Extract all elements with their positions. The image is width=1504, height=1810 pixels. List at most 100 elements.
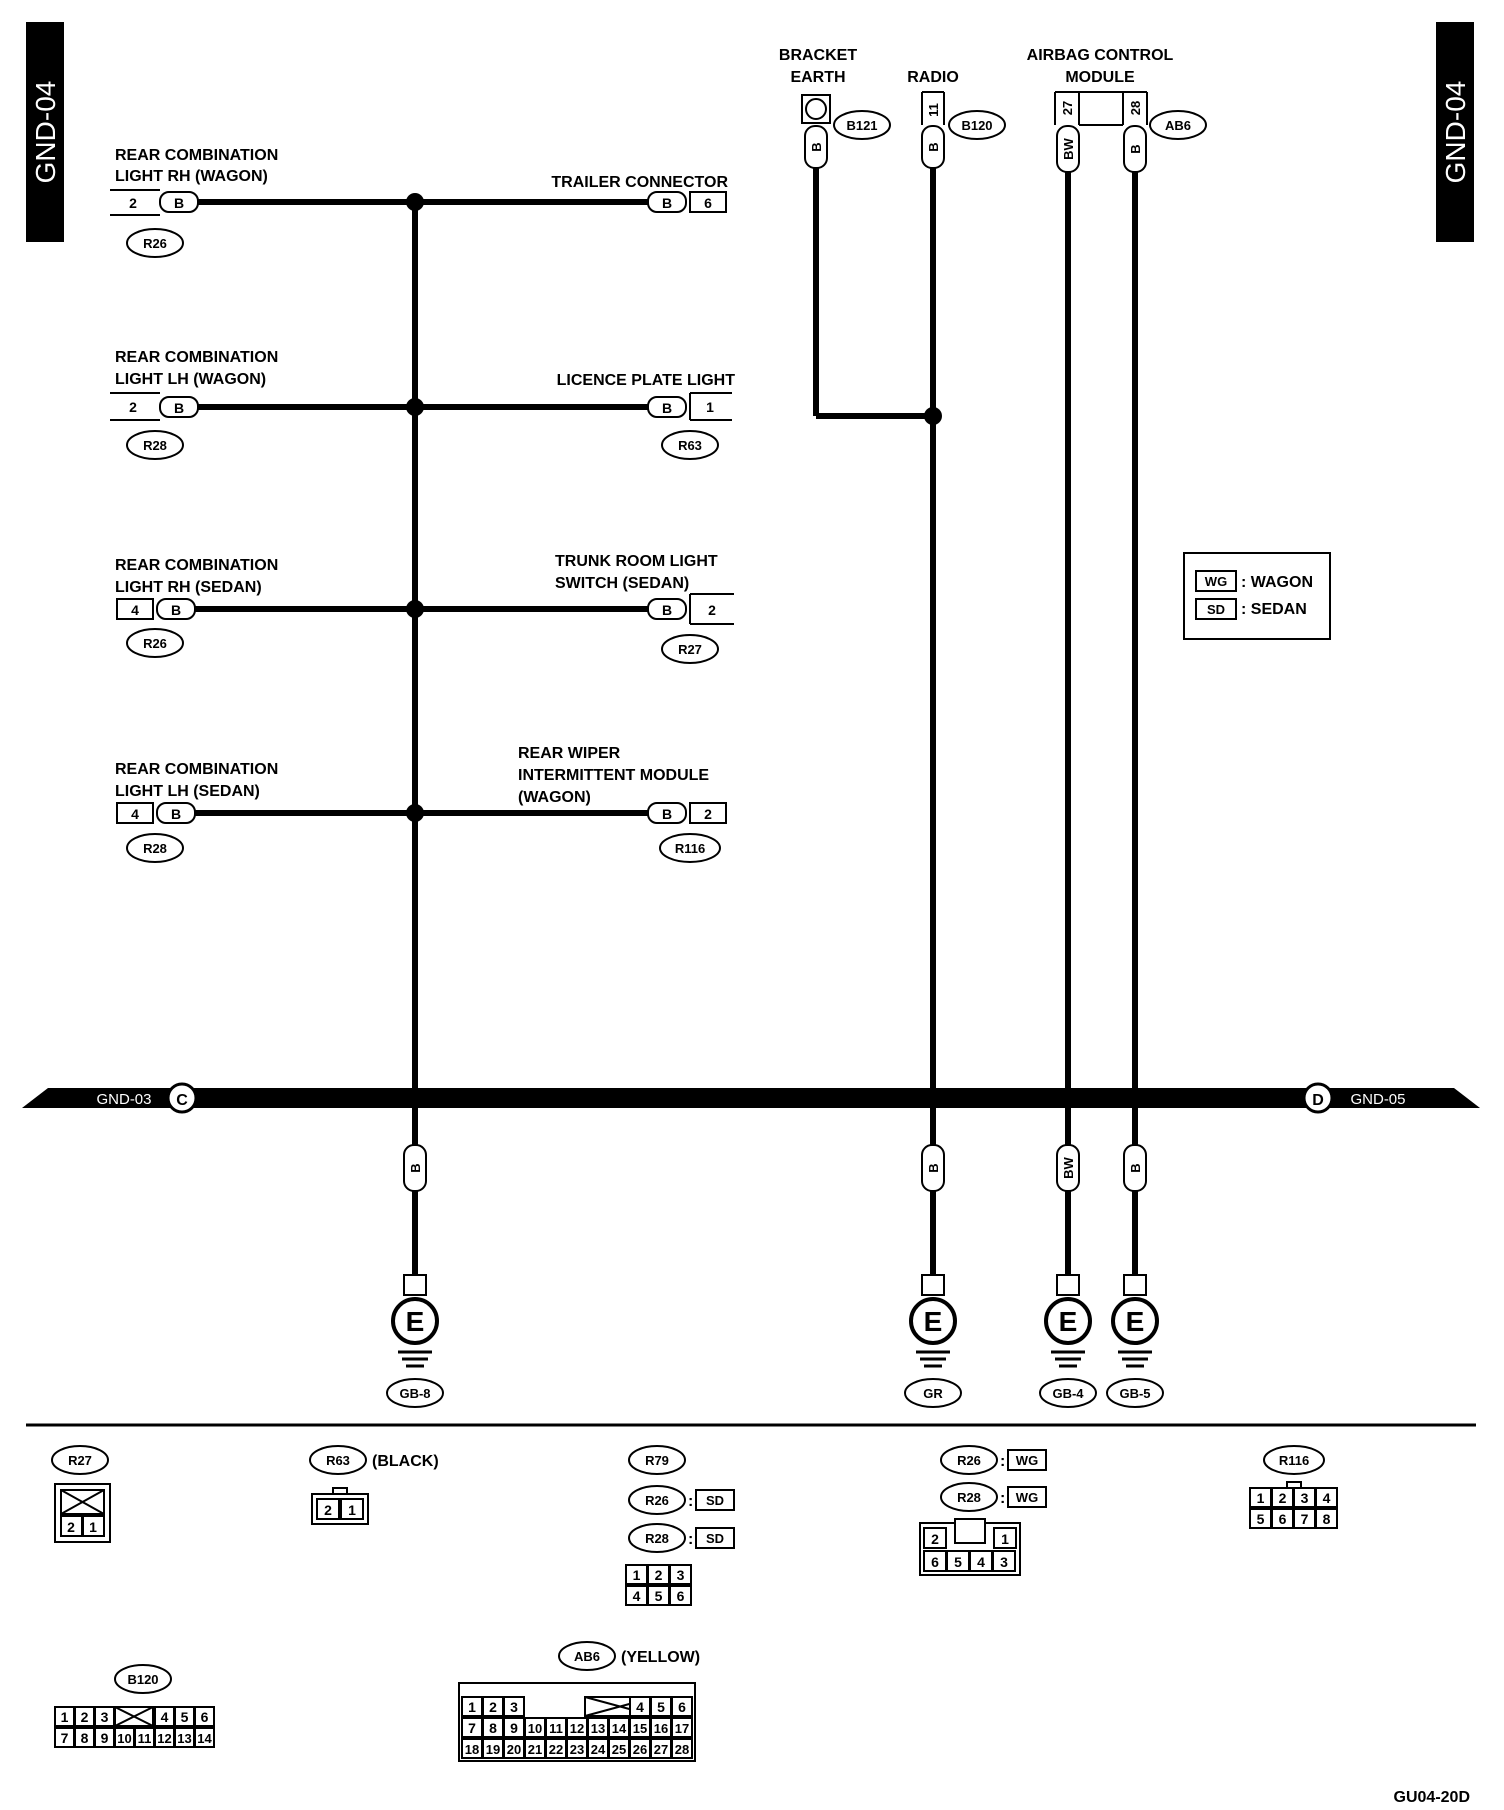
bus-ref-left bbox=[166, 1082, 198, 1114]
svg-text:R26: R26 bbox=[143, 636, 167, 651]
svg-text:AB6: AB6 bbox=[1165, 118, 1191, 133]
component-label: LIGHT LH (SEDAN) bbox=[115, 783, 260, 800]
connector-badge bbox=[628, 1485, 686, 1515]
pin-number: 8 bbox=[489, 1720, 497, 1736]
svg-text:R28: R28 bbox=[957, 1490, 981, 1505]
pin-number: 3 bbox=[510, 1699, 518, 1715]
svg-text:R26: R26 bbox=[143, 236, 167, 251]
legend-meaning: : WAGON bbox=[1241, 574, 1313, 591]
svg-text:2: 2 bbox=[324, 1502, 332, 1518]
svg-text:E: E bbox=[924, 1306, 943, 1337]
svg-text:R26: R26 bbox=[957, 1453, 981, 1468]
svg-text:B: B bbox=[1128, 144, 1143, 153]
connector-badge bbox=[126, 228, 184, 258]
svg-text:B: B bbox=[174, 400, 184, 416]
pin-number: 1 bbox=[61, 1709, 69, 1725]
svg-text:C: C bbox=[176, 1092, 188, 1109]
svg-text:B121: B121 bbox=[846, 118, 877, 133]
pin-number: 24 bbox=[591, 1742, 606, 1757]
svg-text:B120: B120 bbox=[961, 118, 992, 133]
pin-number: 4 bbox=[636, 1699, 644, 1715]
svg-text:2: 2 bbox=[931, 1531, 939, 1547]
connector-note: (BLACK) bbox=[372, 1453, 439, 1470]
pin-number: 8 bbox=[1323, 1511, 1331, 1527]
component-label: LIGHT LH (WAGON) bbox=[115, 371, 266, 388]
page-tab-right-label: GND-04 bbox=[1440, 81, 1471, 184]
svg-text:11: 11 bbox=[926, 103, 941, 117]
pin-number: 8 bbox=[81, 1730, 89, 1746]
pin-number: 7 bbox=[61, 1730, 69, 1746]
pin-number: 5 bbox=[181, 1709, 189, 1725]
svg-text:B: B bbox=[662, 195, 672, 211]
variant-tag: SD bbox=[706, 1493, 724, 1508]
connector-badge bbox=[833, 110, 891, 140]
svg-text:R63: R63 bbox=[326, 1453, 350, 1468]
pin-number: 2 bbox=[1279, 1490, 1287, 1506]
connector-badge bbox=[940, 1445, 998, 1475]
svg-text::: : bbox=[688, 1531, 693, 1548]
component-label: TRUNK ROOM LIGHT bbox=[555, 553, 718, 570]
pin-number: 4 bbox=[633, 1588, 641, 1604]
pin-number: 9 bbox=[510, 1720, 518, 1736]
connector-badge bbox=[1263, 1445, 1325, 1475]
pin-number: 19 bbox=[486, 1742, 500, 1757]
pin-number: 12 bbox=[157, 1731, 171, 1746]
pin-number: 5 bbox=[1257, 1511, 1265, 1527]
svg-text:AB6: AB6 bbox=[574, 1649, 600, 1664]
ground-symbol bbox=[909, 1297, 957, 1345]
svg-text:GB-8: GB-8 bbox=[399, 1386, 430, 1401]
svg-text:R116: R116 bbox=[675, 841, 705, 856]
svg-text:R26: R26 bbox=[645, 1493, 669, 1508]
pin-number: 16 bbox=[654, 1721, 668, 1736]
svg-text:B: B bbox=[662, 400, 672, 416]
connector-badge bbox=[126, 628, 184, 658]
pin-cell bbox=[1315, 1508, 1338, 1529]
pin-cell bbox=[503, 1696, 525, 1717]
figure-code: GU04-20D bbox=[1394, 1789, 1470, 1806]
legend-meaning: : SEDAN bbox=[1241, 601, 1307, 618]
svg-text:6: 6 bbox=[704, 195, 712, 211]
branch-row-1: 2 B B 6 bbox=[110, 189, 727, 216]
svg-text:B: B bbox=[662, 806, 672, 822]
connector-badge bbox=[558, 1641, 616, 1671]
pin-cell bbox=[671, 1717, 693, 1738]
pin-number: 14 bbox=[612, 1721, 627, 1736]
connector-badge bbox=[309, 1445, 367, 1475]
pin-cell bbox=[1315, 1487, 1338, 1508]
pin-number: 11 bbox=[549, 1721, 563, 1736]
connector-badge bbox=[661, 634, 719, 664]
component-label: MODULE bbox=[1065, 69, 1135, 86]
junction-dot bbox=[406, 804, 424, 822]
svg-text:GR: GR bbox=[923, 1386, 943, 1401]
branch-row-2: 2 B B 1 bbox=[110, 392, 732, 421]
svg-text:4: 4 bbox=[131, 602, 139, 618]
component-label: INTERMITTENT MODULE bbox=[518, 767, 709, 784]
svg-text:R28: R28 bbox=[143, 841, 167, 856]
component-label: TRAILER CONNECTOR bbox=[551, 174, 728, 191]
variant-tag: WG bbox=[1016, 1490, 1038, 1505]
component-label: LIGHT RH (SEDAN) bbox=[115, 579, 262, 596]
component-label: REAR COMBINATION bbox=[115, 349, 278, 366]
variant-tag: SD bbox=[706, 1531, 724, 1546]
pin-cell bbox=[194, 1727, 215, 1748]
pin-number: 3 bbox=[1000, 1554, 1008, 1570]
pin-cell bbox=[669, 1585, 692, 1606]
svg-text::: : bbox=[1000, 1490, 1005, 1507]
pin-number: 6 bbox=[677, 1588, 685, 1604]
pin-number: 3 bbox=[677, 1567, 685, 1583]
pin-number: 22 bbox=[549, 1742, 563, 1757]
component-label: AIRBAG CONTROL bbox=[1027, 47, 1174, 64]
junction-dot bbox=[406, 193, 424, 211]
pin-number: 10 bbox=[117, 1731, 131, 1746]
wire-color: B bbox=[174, 195, 184, 211]
connector-badge bbox=[126, 430, 184, 460]
pin-number: 3 bbox=[1301, 1490, 1309, 1506]
ground-point-gr: B E GR bbox=[904, 1144, 962, 1408]
pin-number: 9 bbox=[101, 1730, 109, 1746]
svg-text::: : bbox=[688, 1493, 693, 1510]
svg-text:D: D bbox=[1312, 1092, 1324, 1109]
pin-number: 2 bbox=[489, 1699, 497, 1715]
